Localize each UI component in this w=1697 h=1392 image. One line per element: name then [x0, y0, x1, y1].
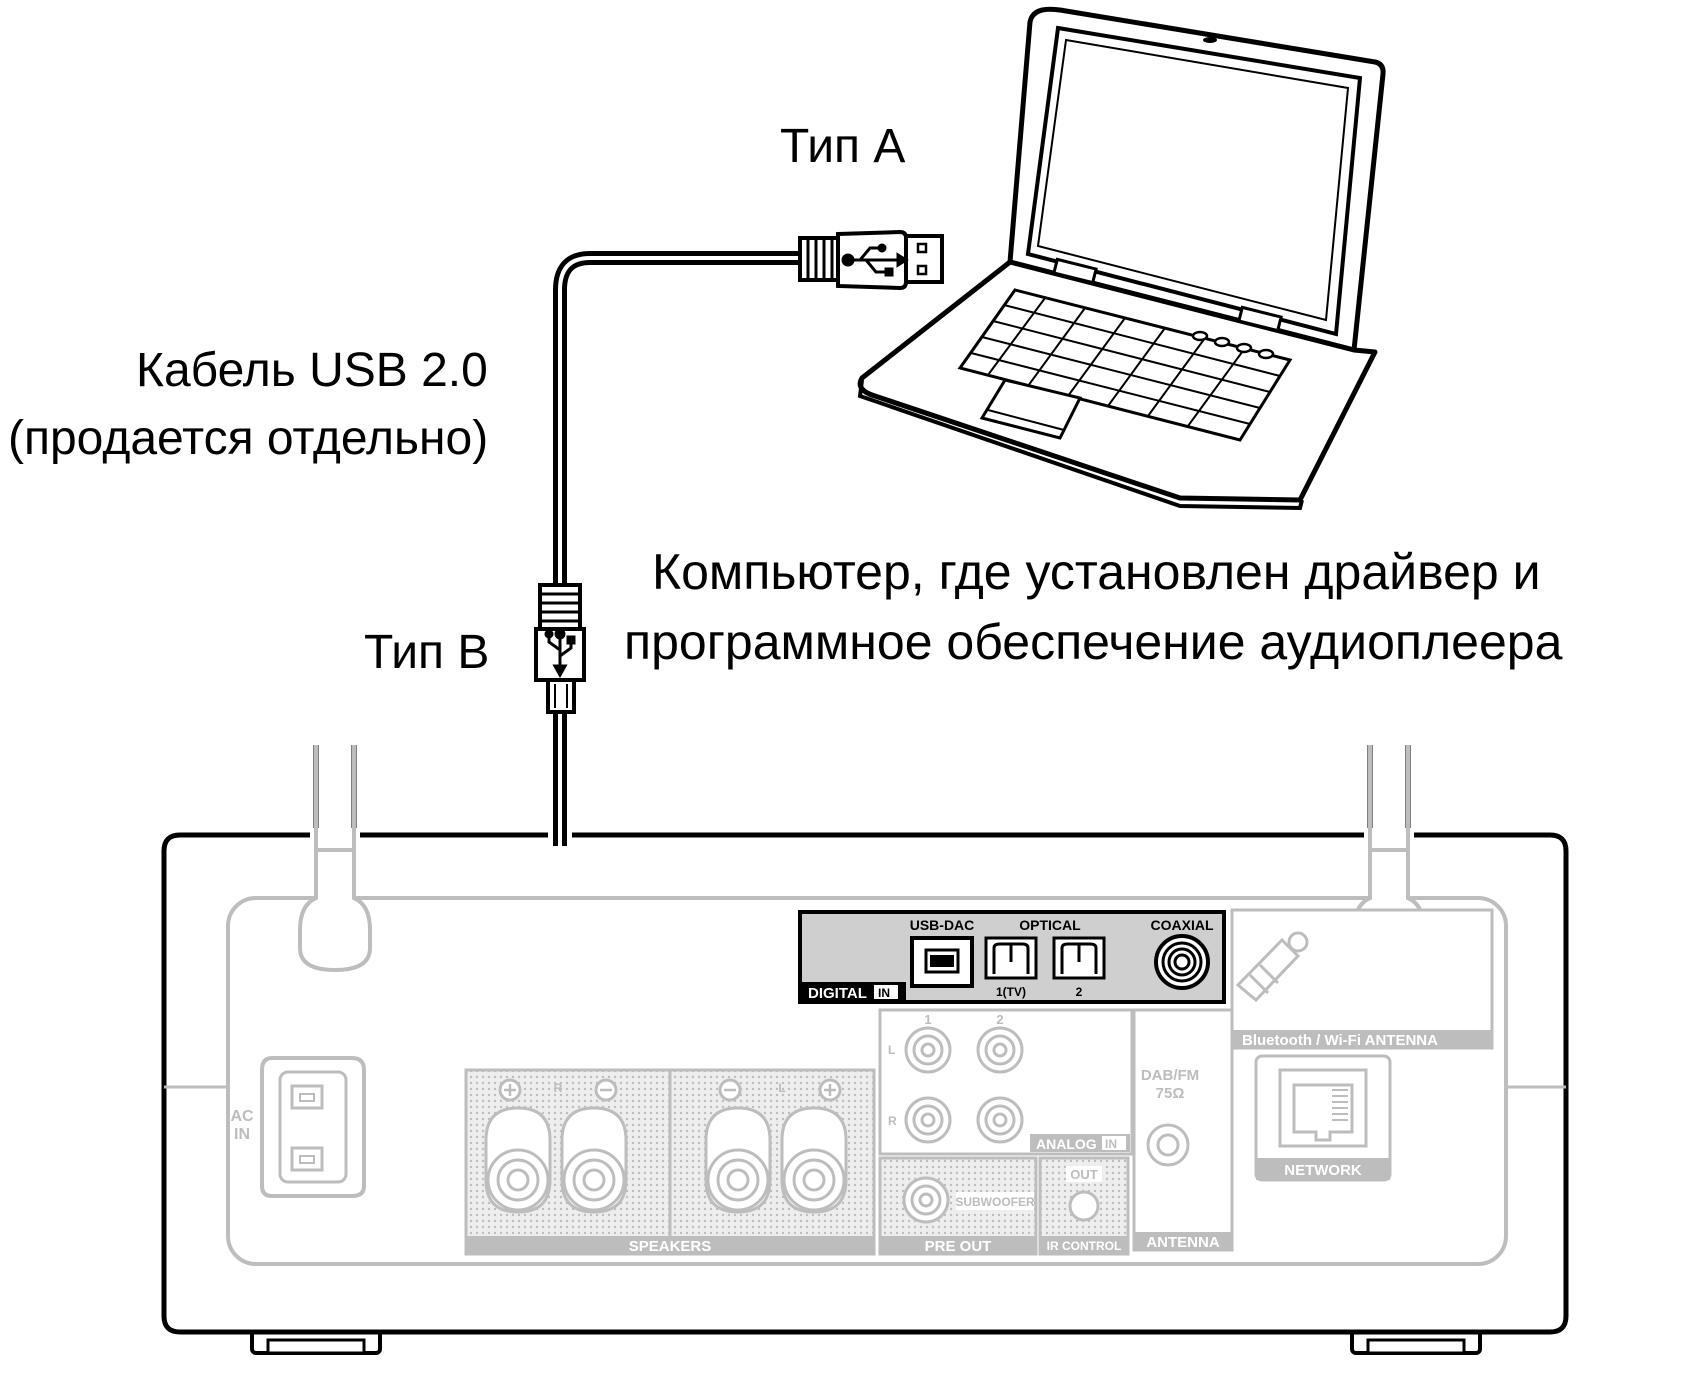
ir-out-label: OUT	[1070, 1167, 1098, 1182]
optical-label: OPTICAL	[1019, 917, 1081, 933]
ohm-label: 75Ω	[1156, 1085, 1185, 1102]
usb-dac-label: USB-DAC	[910, 917, 975, 933]
speakers-label: SPEAKERS	[629, 1238, 712, 1255]
optical-port-2	[1052, 936, 1106, 980]
antenna-label: ANTENNA	[1146, 1234, 1219, 1251]
dab-fm-label: DAB/FM	[1141, 1067, 1199, 1084]
analog-1-label: 1	[924, 1012, 931, 1027]
speaker-l-label: L	[778, 1081, 785, 1095]
pre-out-section: PRE OUT SUBWOOFER	[878, 1156, 1038, 1256]
analog-2-label: 2	[996, 1012, 1003, 1027]
pre-out-label: PRE OUT	[925, 1238, 992, 1255]
network-section: NETWORK	[1254, 1054, 1392, 1182]
computer-label-line2: программное обеспечение аудиоплеера	[624, 614, 1563, 670]
digital-in-label: IN	[878, 986, 890, 1000]
laptop-icon	[857, 6, 1386, 511]
usb-type-b-plug-icon	[534, 583, 586, 714]
device-rear-panel: DIGITAL IN USB-DAC OPTICAL COAXIAL 1(TV)	[161, 745, 1569, 1355]
digital-label: DIGITAL	[808, 985, 867, 1002]
coaxial-label: COAXIAL	[1151, 917, 1214, 933]
analog-label: ANALOG	[1036, 1136, 1097, 1152]
optical-2-label: 2	[1076, 985, 1083, 999]
ac-label: AC	[230, 1108, 254, 1125]
usb-trident-icon	[841, 243, 909, 277]
speaker-r-label: R	[554, 1081, 563, 1095]
cable-label-line2: (продается отдельно)	[8, 412, 489, 465]
ir-control-section: IR CONTROL OUT	[1038, 1156, 1130, 1256]
type-a-label: Тип A	[780, 120, 906, 173]
ac-in-section: AC IN	[230, 1056, 366, 1198]
ac-in-label: IN	[234, 1126, 250, 1143]
type-b-label: Тип B	[364, 626, 490, 679]
dab-fm-antenna-section: ANTENNA DAB/FM 75Ω	[1132, 1008, 1234, 1252]
cable-label-line1: Кабель USB 2.0	[136, 344, 488, 397]
coaxial-port	[1154, 934, 1210, 990]
analog-in-label: IN	[1105, 1137, 1117, 1151]
analog-r-label: R	[888, 1114, 897, 1128]
usb-type-a-plug-icon	[798, 229, 944, 291]
ir-control-label: IR CONTROL	[1047, 1239, 1122, 1253]
analog-in-section: ANALOG IN 1 2 L R	[878, 1008, 1134, 1156]
computer-label-line1: Компьютер, где установлен драйвер и	[652, 544, 1541, 600]
subwoofer-label: SUBWOOFER	[955, 1195, 1035, 1209]
bluetooth-antenna-section: Bluetooth / Wi-Fi ANTENNA	[1230, 908, 1494, 1050]
digital-in-section: DIGITAL IN USB-DAC OPTICAL COAXIAL 1(TV)	[798, 910, 1226, 1004]
speakers-section: SPEAKERS R L	[464, 1068, 876, 1256]
optical-1-label: 1(TV)	[996, 985, 1026, 999]
network-label: NETWORK	[1284, 1162, 1362, 1179]
bluetooth-antenna-label: Bluetooth / Wi-Fi ANTENNA	[1242, 1032, 1438, 1049]
analog-l-label: L	[888, 1043, 895, 1057]
optical-port-1	[984, 936, 1038, 980]
